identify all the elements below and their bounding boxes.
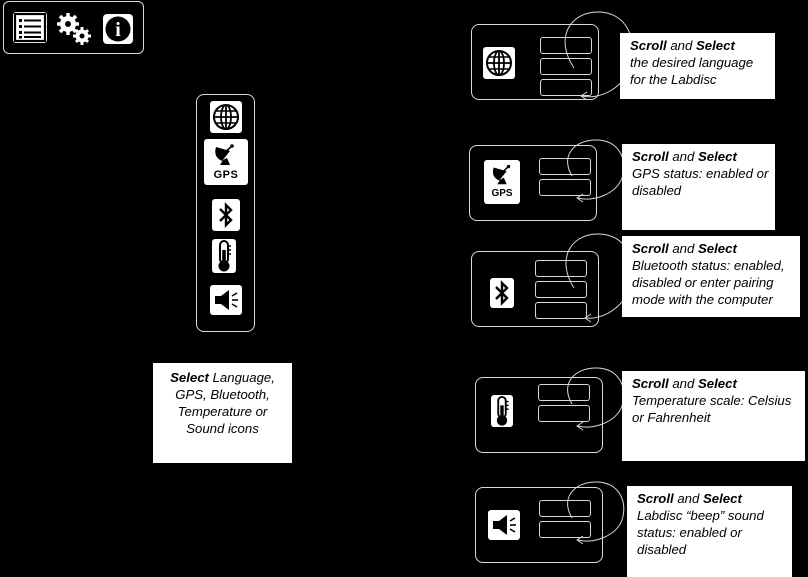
callout-text: the desired language for the Labdisc bbox=[630, 55, 754, 87]
option-slot[interactable] bbox=[535, 302, 587, 319]
option-slot[interactable] bbox=[539, 179, 591, 196]
option-slot[interactable] bbox=[539, 158, 591, 175]
speaker-icon[interactable] bbox=[210, 285, 242, 315]
settings-gears-icon[interactable] bbox=[55, 11, 93, 47]
option-slot[interactable] bbox=[540, 79, 592, 96]
scroll-loop-arrow bbox=[567, 139, 625, 203]
option-slot[interactable] bbox=[538, 384, 590, 401]
option-slot[interactable] bbox=[538, 405, 590, 422]
callout-mid: and bbox=[666, 38, 696, 53]
scroll-loop-arrow bbox=[567, 481, 625, 545]
callout-bold1: Scroll bbox=[637, 491, 674, 506]
thermometer-icon[interactable] bbox=[212, 239, 236, 273]
scroll-loop-arrow bbox=[567, 367, 625, 431]
callout-bold1: Scroll bbox=[630, 38, 667, 53]
callout-text: GPS status: enabled or disabled bbox=[632, 166, 769, 198]
center-callout: Select Language, GPS, Bluetooth, Tempera… bbox=[153, 363, 292, 463]
gps-callout: Scroll and Select GPS status: enabled or… bbox=[622, 144, 775, 230]
option-slot[interactable] bbox=[539, 500, 591, 517]
gps-icon: GPS bbox=[484, 160, 520, 204]
globe-icon bbox=[483, 47, 515, 79]
callout-mid: and bbox=[668, 149, 698, 164]
center-menu-panel: GPS bbox=[196, 94, 255, 332]
callout-bold1: Scroll bbox=[632, 241, 669, 256]
bluetooth-panel bbox=[471, 251, 599, 327]
callout-bold2: Select bbox=[698, 241, 737, 256]
bluetooth-callout: Scroll and Select Bluetooth status: enab… bbox=[622, 236, 800, 317]
callout-mid: and bbox=[673, 491, 703, 506]
callout-mid: and bbox=[668, 241, 698, 256]
gps-label: GPS bbox=[491, 188, 513, 199]
option-slot[interactable] bbox=[535, 281, 587, 298]
callout-text: Temperature scale: Celsius or Fahrenheit bbox=[632, 393, 792, 425]
callout-bold2: Select bbox=[703, 491, 742, 506]
option-slot[interactable] bbox=[535, 260, 587, 277]
center-callout-text: Language, GPS, Bluetooth, Temperature or… bbox=[175, 370, 275, 436]
speaker-icon bbox=[488, 510, 520, 540]
callout-text: Labdisc “beep” sound status: enabled or … bbox=[637, 508, 764, 557]
temperature-panel bbox=[475, 377, 603, 453]
info-glyph: i bbox=[115, 19, 121, 41]
gps-label: GPS bbox=[213, 169, 239, 181]
callout-bold2: Select bbox=[698, 376, 737, 391]
temperature-callout: Scroll and Select Temperature scale: Cel… bbox=[622, 371, 805, 461]
thermometer-icon bbox=[491, 395, 513, 427]
callout-bold2: Select bbox=[696, 38, 735, 53]
callout-bold1: Scroll bbox=[632, 376, 669, 391]
callout-bold1: Scroll bbox=[632, 149, 669, 164]
menu-list-icon[interactable] bbox=[13, 12, 47, 43]
callout-text: Bluetooth status: enabled, disabled or e… bbox=[632, 258, 785, 307]
callout-bold2: Select bbox=[698, 149, 737, 164]
sound-panel bbox=[475, 487, 603, 563]
option-slot[interactable] bbox=[539, 521, 591, 538]
bluetooth-icon[interactable] bbox=[212, 199, 240, 231]
language-panel bbox=[471, 24, 599, 100]
gps-icon[interactable]: GPS bbox=[204, 139, 248, 185]
option-slot[interactable] bbox=[540, 58, 592, 75]
gps-panel: GPS bbox=[469, 145, 597, 221]
globe-icon[interactable] bbox=[210, 101, 242, 133]
center-callout-bold: Select bbox=[170, 370, 209, 385]
info-icon[interactable]: i bbox=[102, 13, 134, 45]
option-slot[interactable] bbox=[540, 37, 592, 54]
sound-callout: Scroll and Select Labdisc “beep” sound s… bbox=[627, 486, 792, 577]
scroll-loop-arrow bbox=[564, 11, 633, 101]
language-callout: Scroll and Select the desired language f… bbox=[620, 33, 775, 99]
bluetooth-icon bbox=[490, 278, 514, 308]
callout-mid: and bbox=[668, 376, 698, 391]
toolbar-panel: i bbox=[3, 1, 144, 54]
